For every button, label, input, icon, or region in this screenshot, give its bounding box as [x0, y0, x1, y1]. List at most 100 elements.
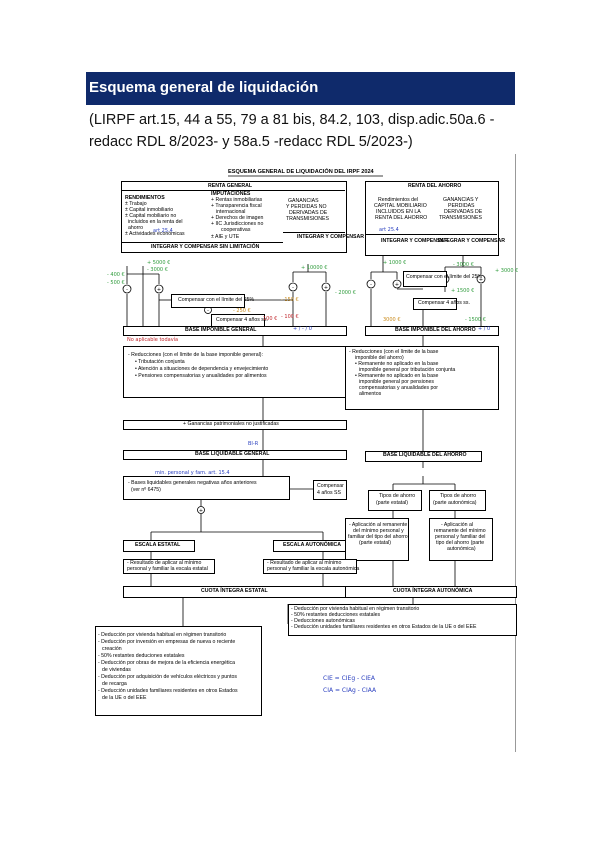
deducciones-estatal-box — [95, 626, 262, 716]
base-liquidable-general: BASE LIQUIDABLE GENERAL — [195, 451, 270, 457]
red-gen-1: • Tributación conjunta — [135, 359, 185, 365]
compensar-4-general-label: Compensar 4 años ss. — [216, 317, 268, 323]
red-aho-4: • Remanente no aplicado en la base — [355, 373, 439, 379]
tipos-autonomica-1: (parte autonómica) — [433, 500, 477, 506]
svg-text:+: + — [395, 282, 399, 288]
resultado-estatal-1: personal y familiar la escala estatal — [127, 566, 208, 572]
imp-6: cooperativas — [221, 227, 251, 233]
renta-ahorro-box — [365, 181, 499, 256]
imp-7: ± AIE y UTE — [211, 234, 240, 240]
ra-rend-4: RENTA DEL AHORRO — [375, 215, 428, 221]
bases-negativas-1: (ver nº 6475) — [131, 487, 161, 493]
ra-gp-2: PERDIDAS — [448, 203, 475, 209]
hw-n15: 3000 € — [383, 317, 401, 323]
base-imponible-general: BASE IMPONIBLE GENERAL — [185, 327, 257, 333]
bases-negativas-box — [123, 476, 290, 500]
imp-2: + Transparencia fiscal — [211, 203, 262, 209]
compensar-4-ss-1: 4 años SS — [317, 490, 341, 496]
aplicacion-autonomica-2: personal y familiar del — [435, 534, 486, 540]
resultado-autonomica-box — [263, 559, 357, 574]
cuota-autonomica: CUOTA ÍNTEGRA AUTONÓMICA — [393, 588, 473, 594]
diagram-main-title: ESQUEMA GENERAL DE LIQUIDACIÓN DEL IRPF … — [228, 169, 374, 175]
page-title: Esquema general de liquidación — [89, 79, 319, 96]
compensar-25-ahorro-label: Compensar con el límite del 25% — [406, 274, 483, 280]
resultado-autonomica-0: - Resultado de aplicar al mínimo — [267, 560, 342, 566]
ded-est-6: - Deducción por adquisición de vehículos… — [98, 674, 237, 680]
hw-n8: 100 € — [263, 316, 278, 322]
rend-cap-inmob: ± Capital inmobiliario — [125, 207, 174, 213]
hw-n9: + 1000 € — [383, 260, 407, 266]
ra-integrar-right: INTEGRAR Y COMPENSAR — [438, 238, 505, 244]
page-subtitle: (LIRPF art.15, 44 a 55, 79 a 81 bis, 84.… — [89, 112, 495, 150]
divider — [283, 232, 345, 233]
aplicacion-estatal-2: familiar del tipo del ahorro — [348, 534, 408, 540]
integrar-compensar-general: INTEGRAR Y COMPENSAR SIN LIMITACIÓN — [151, 244, 260, 250]
compensar-4-ahorro — [413, 298, 457, 310]
tipos-autonomica-box — [429, 490, 486, 511]
aplicacion-autonomica-4: autonómica) — [447, 546, 476, 552]
hw-bi-general: + / - / 0 — [293, 326, 312, 332]
imp-1: + Rentas inmobiliarias — [211, 197, 263, 203]
rend-cap-mob-3: ahorro — [128, 225, 143, 231]
red-aho-2: • Remanente no aplicado en la base — [355, 361, 439, 367]
ra-gp-3: DERIVADAS DE — [444, 209, 483, 215]
hw-minimo: min. personal y fam. art. 15.4 — [155, 470, 230, 476]
red-aho-3: imponible general por tributación conjun… — [359, 367, 456, 373]
compensar-25-general-label: Compensar con el límite del 25% — [178, 297, 255, 303]
ra-rend-1: Rendimientos del — [378, 197, 419, 203]
gp-general-2: Y PERDIDAS NO — [286, 204, 327, 210]
rend-cap-mob: ± Capital mobiliario no — [125, 213, 177, 219]
aplicacion-autonomica-3: tipo del ahorro (parte — [436, 540, 485, 546]
base-imponible-general-box — [123, 326, 347, 336]
aplicacion-autonomica-1: remanente del mínimo — [434, 528, 486, 534]
hw-bi-ahorro: + / 0 — [478, 326, 491, 332]
ded-est-5: de viviendas — [102, 667, 131, 673]
tipos-estatal-0: Tipos de ahorro — [379, 493, 416, 499]
ra-rend-2: CAPITAL MOBILIARIO — [374, 203, 427, 209]
aplicacion-estatal-3: (parte estatal) — [359, 540, 392, 546]
hw-bl: BI-R — [248, 441, 259, 447]
resultado-estatal-box — [123, 559, 215, 574]
svg-text:+: + — [479, 277, 483, 283]
hw-n12: + 1500 € — [451, 288, 475, 294]
cuota-autonomica-box — [345, 586, 517, 598]
hw-n2: - 3000 € — [147, 267, 168, 273]
divider — [365, 234, 497, 235]
imputaciones-title: IMPUTACIONES — [211, 191, 251, 197]
base-imponible-ahorro: BASE IMPONIBLE DEL AHORRO — [395, 327, 476, 333]
escala-estatal-box — [123, 540, 195, 552]
hw-n6: - 2000 € — [335, 290, 356, 296]
resultado-estatal-0: - Resultado de aplicar al mínimo — [127, 560, 202, 566]
hw-no-aplicable: No aplicable todavía — [127, 337, 179, 343]
ded-est-9: de la UE o del EEE — [102, 695, 147, 701]
compensar-4-ahorro-label: Compensar 4 años ss. — [418, 300, 470, 306]
hw-n5: + 10000 € — [301, 265, 328, 271]
svg-text:-: - — [370, 282, 372, 288]
ganancias-no-justificadas-box — [123, 420, 347, 430]
hw-n4: - 500 € — [107, 280, 125, 286]
renta-general-title: RENTA GENERAL — [208, 183, 253, 189]
rend-trabajo: ± Trabajo — [125, 201, 147, 207]
aplicacion-autonomica-box — [429, 518, 493, 561]
base-imponible-ahorro-box — [365, 326, 499, 336]
ded-est-8: - Deducción unidades familiares resident… — [98, 688, 238, 694]
ra-integrar-left: INTEGRAR Y COMPENSAR — [381, 238, 448, 244]
aplicacion-autonomica-0: - Aplicación al — [441, 522, 474, 528]
red-gen-3: • Pensiones compensatorias y anualidades… — [135, 373, 267, 379]
hw-n7: - 250 € — [233, 308, 251, 314]
svg-text:-: - — [207, 308, 209, 314]
imp-5: + IIC Jurisdicciones no — [211, 221, 264, 227]
gp-general-4: TRANSMISIONES — [286, 216, 329, 222]
hw-n16: - 1500 € — [465, 317, 486, 323]
escala-autonomica: ESCALA AUTONÓMICA — [283, 542, 342, 548]
ra-gp-4: TRANSMISIONES — [439, 215, 482, 221]
divider — [121, 190, 345, 191]
ded-est-2: creación — [102, 646, 122, 652]
ded-aut-0: - Deducción por vivienda habitual en rég… — [291, 606, 420, 612]
irpf-liquidation-diagram: - + - + - - + - + + + - ESQUEMA GENERAL … — [83, 154, 518, 752]
hw-n1: + 5000 € — [147, 260, 171, 266]
ded-aut-2: - Deducciones autonómicas — [291, 618, 356, 624]
rendimientos-title: RENDIMIENTOS — [125, 195, 165, 201]
hw-art-ref2: art 25.4 — [379, 227, 399, 233]
escala-estatal: ESCALA ESTATAL — [135, 542, 181, 548]
